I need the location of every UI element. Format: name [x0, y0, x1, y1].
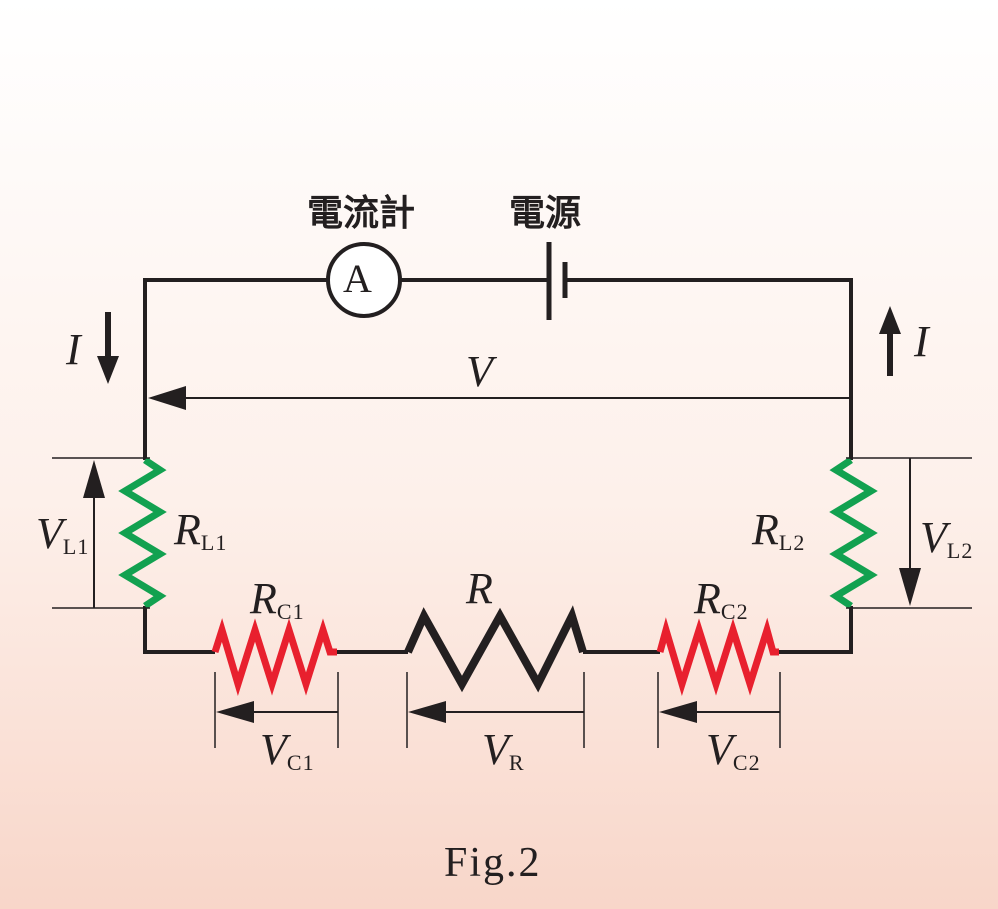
voltage-vl1-label: VL1 [36, 509, 90, 559]
voltage-dimension-vr [406, 672, 585, 748]
wire-bottom-right [779, 606, 853, 654]
figure-caption: Fig.2 [444, 840, 542, 886]
battery-icon [546, 242, 568, 320]
resistor-rl1-label: RL1 [174, 505, 228, 555]
resistor-rl2 [829, 457, 878, 609]
resistor-rl2-label: RL2 [752, 505, 806, 555]
current-arrow-left-icon [97, 312, 119, 384]
resistor-r [404, 605, 587, 693]
voltage-vr-label: VR [482, 725, 525, 775]
wire-top-left [143, 278, 328, 460]
voltage-total-label: V [466, 347, 493, 396]
voltage-vc2-label: VC2 [706, 725, 761, 775]
wire-top-right [565, 278, 853, 460]
current-label-right: I [914, 317, 929, 366]
wire-bottom-left [143, 606, 215, 654]
voltage-dimension-vl1 [52, 457, 150, 609]
wires [143, 278, 853, 654]
power-source-label: 電源 [509, 193, 582, 234]
resistor-rc2 [656, 617, 779, 696]
current-label-left: I [66, 325, 81, 374]
resistor-rc2-label: RC2 [694, 574, 749, 624]
resistor-rl1 [118, 457, 167, 609]
voltage-vl2-label: VL2 [920, 513, 974, 563]
resistor-r-label: R [466, 564, 493, 613]
current-arrow-right-icon [879, 306, 901, 376]
resistor-rc1-label: RC1 [250, 574, 305, 624]
voltage-vc1-label: VC1 [260, 725, 315, 775]
ammeter-label: 電流計 [307, 193, 416, 234]
voltage-dimension-vc2 [657, 672, 781, 748]
ammeter-icon [326, 242, 402, 318]
voltage-arrow-total [148, 386, 851, 410]
voltage-dimension-vc1 [214, 672, 339, 748]
voltage-dimension-vl2 [846, 457, 972, 609]
ammeter-symbol: A [343, 256, 372, 301]
resistor-rc1 [211, 618, 337, 696]
